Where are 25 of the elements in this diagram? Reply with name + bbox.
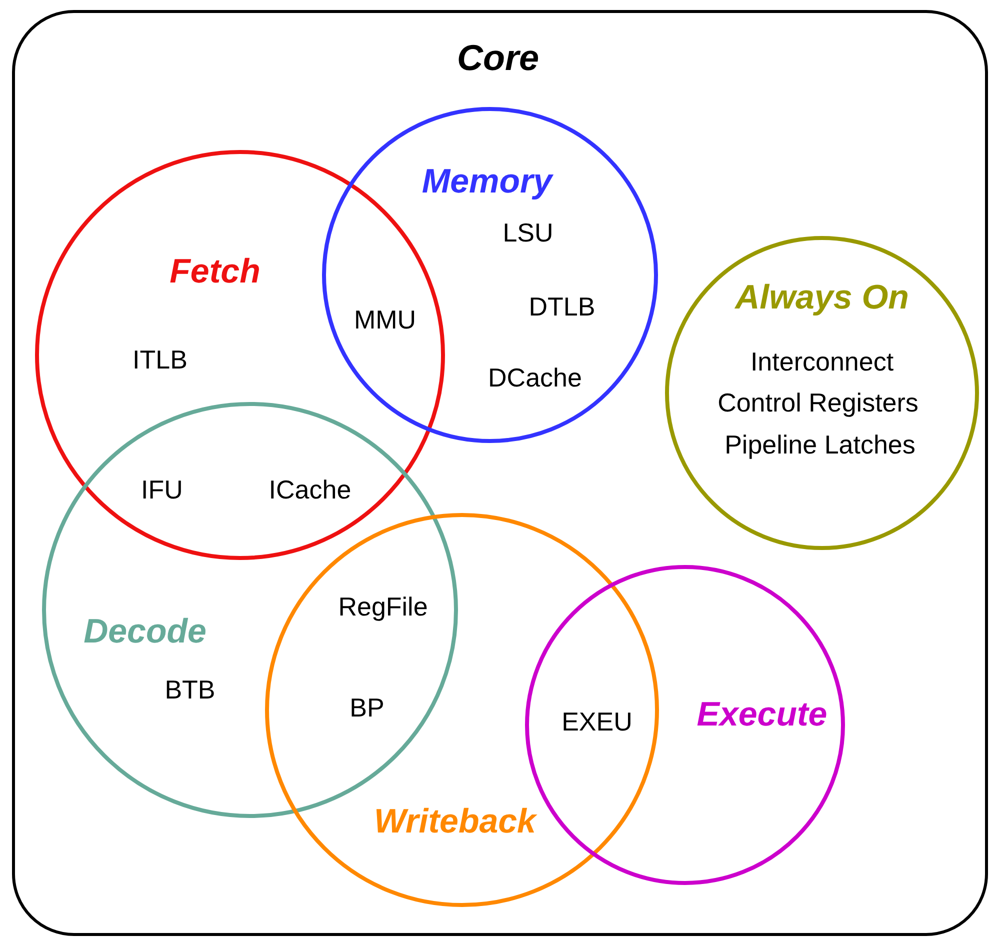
venn-circle xyxy=(322,107,658,443)
unit-label: BTB xyxy=(164,674,216,706)
circle-title: Always On xyxy=(735,278,909,318)
core-box xyxy=(12,10,988,936)
unit-label: IFU xyxy=(141,474,183,506)
circle-title: Writeback xyxy=(374,802,536,842)
circle-title: Memory xyxy=(422,162,552,202)
unit-label: BP xyxy=(350,692,384,724)
unit-label: DCache xyxy=(488,362,582,394)
circle-title: Execute xyxy=(696,696,828,734)
unit-label: ITLB xyxy=(132,344,188,376)
circle-title: Fetch xyxy=(170,252,260,292)
unit-label: EXEU xyxy=(562,706,632,738)
unit-label: Control Registers xyxy=(718,388,918,418)
unit-label: RegFile xyxy=(338,592,428,622)
unit-label: ICache xyxy=(268,474,352,506)
circle-title: Decode xyxy=(84,612,206,652)
venn-circle xyxy=(665,236,979,550)
core-title: Core xyxy=(456,37,540,79)
unit-label: DTLB xyxy=(528,292,596,322)
unit-label: Pipeline Latches xyxy=(724,430,916,460)
unit-label: MMU xyxy=(354,304,416,336)
unit-label: LSU xyxy=(502,218,554,248)
unit-label: Interconnect xyxy=(750,346,894,378)
venn-circle xyxy=(265,513,659,907)
